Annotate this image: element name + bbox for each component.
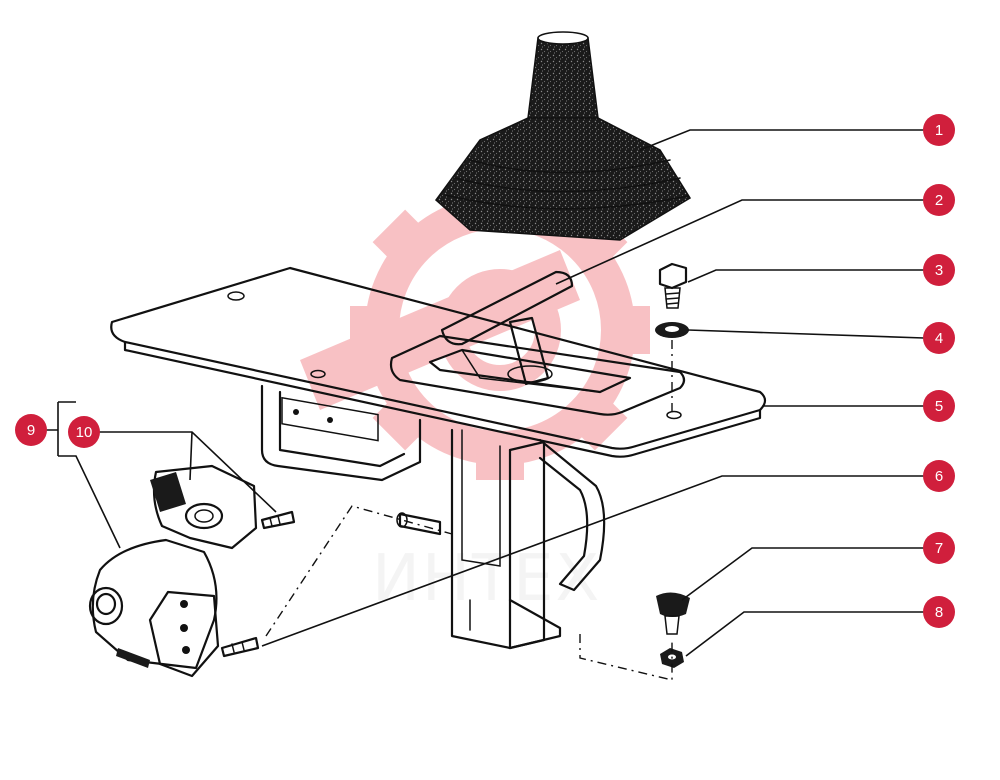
callout-4: 4	[923, 322, 955, 354]
callout-10: 10	[68, 416, 100, 448]
svg-text:4: 4	[935, 330, 943, 347]
leader-lines	[46, 129, 925, 657]
part-3-bolt	[658, 262, 688, 309]
part-4-washer	[655, 322, 689, 338]
part-2-shift-lever	[440, 270, 574, 386]
part-10-switch	[150, 464, 296, 550]
watermark-text: ИНТЕХ	[372, 542, 601, 616]
leader-7	[681, 547, 924, 601]
leader-10	[98, 431, 277, 513]
leader-2	[555, 199, 924, 285]
callout-9: 9	[15, 414, 47, 446]
part-9-motor-assembly	[88, 538, 260, 678]
svg-text:5: 5	[935, 398, 943, 415]
leader-9	[46, 401, 121, 549]
leader-1	[639, 129, 924, 151]
svg-text:6: 6	[935, 468, 943, 485]
svg-text:9: 9	[27, 422, 35, 439]
callout-8: 8	[923, 596, 955, 628]
part-5-base-plate	[110, 266, 767, 458]
callouts: 1 2 3 4 5 6 7 8	[15, 114, 955, 628]
svg-text:3: 3	[935, 262, 943, 279]
mounting-bracket	[260, 384, 422, 482]
callout-7: 7	[923, 532, 955, 564]
svg-text:1: 1	[935, 122, 943, 139]
part-1-rubber-boot	[434, 31, 692, 241]
svg-text:7: 7	[935, 540, 943, 557]
callout-6: 6	[923, 460, 955, 492]
svg-text:8: 8	[935, 604, 943, 621]
svg-text:10: 10	[76, 424, 93, 441]
callout-2: 2	[923, 184, 955, 216]
leader-3	[687, 269, 924, 283]
leader-8	[685, 611, 924, 657]
callout-1: 1	[923, 114, 955, 146]
callout-3: 3	[923, 254, 955, 286]
callout-5: 5	[923, 390, 955, 422]
svg-text:2: 2	[935, 192, 943, 209]
watermark: ИНТЕХ	[300, 180, 650, 616]
leader-4	[687, 329, 925, 339]
part-7-cap-screw	[656, 592, 690, 635]
leader-6	[261, 475, 924, 647]
assembly-lines	[265, 340, 673, 681]
